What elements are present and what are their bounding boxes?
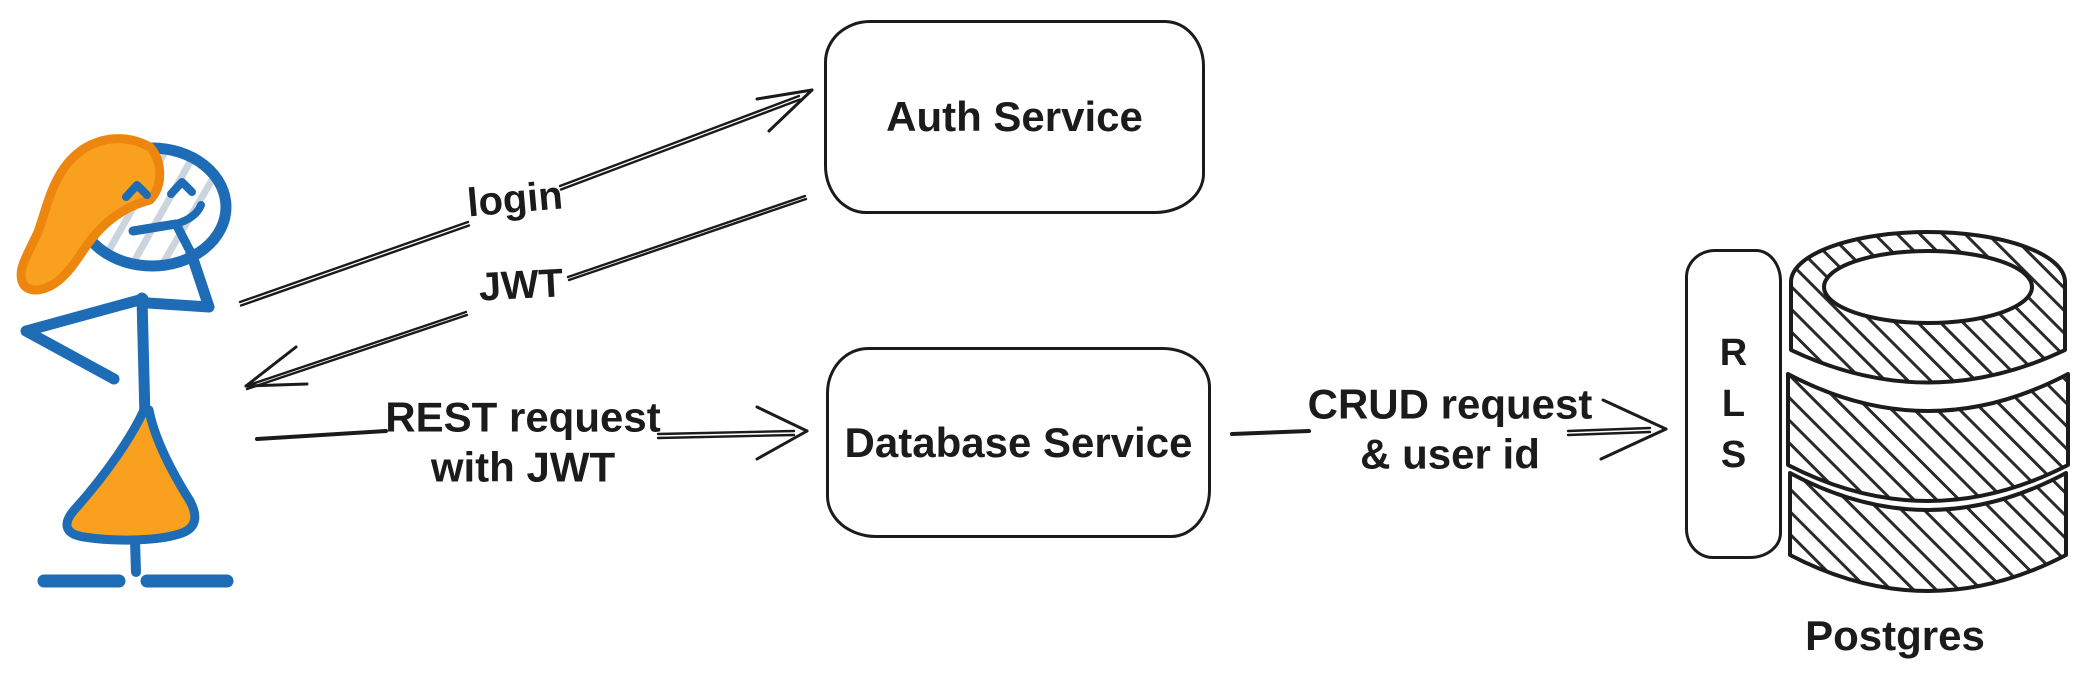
edge-label-jwt: JWT bbox=[477, 261, 565, 310]
edge-login-arrow bbox=[238, 88, 814, 307]
actor-arm-right bbox=[142, 247, 215, 313]
cylinder-opening bbox=[1822, 249, 2034, 325]
postgres-caption: Postgres bbox=[1805, 612, 1985, 660]
cylinder-bottom-band bbox=[1788, 471, 2068, 593]
rls-letter-l: L bbox=[1721, 383, 1746, 425]
auth-service-label: Auth Service bbox=[886, 93, 1143, 140]
edge-label-crud-request: CRUD request & user id bbox=[1307, 380, 1593, 477]
actor-eyes bbox=[122, 178, 196, 201]
edge-label-rest-request: REST request with JWT bbox=[385, 393, 661, 490]
database-service-label: Database Service bbox=[844, 418, 1193, 466]
edge-label-login: login bbox=[465, 173, 565, 226]
actor-hair bbox=[16, 134, 165, 295]
arrowhead-crud bbox=[1599, 398, 1668, 461]
actor-skirt bbox=[62, 405, 200, 545]
node-database-service: Database Service bbox=[826, 347, 1211, 538]
arrowhead-rest bbox=[755, 405, 809, 461]
rls-letter-s: S bbox=[1720, 434, 1747, 476]
edge-crud-arrow bbox=[1230, 398, 1668, 461]
arrowhead-jwt bbox=[244, 345, 309, 388]
node-rls: R L S bbox=[1685, 249, 1782, 559]
stick-figure-user-icon bbox=[16, 134, 234, 588]
rls-letter-r: R bbox=[1719, 332, 1748, 374]
cylinder-middle-band bbox=[1786, 372, 2070, 503]
edge-jwt-arrow bbox=[244, 194, 808, 391]
node-auth-service: Auth Service bbox=[824, 20, 1205, 214]
actor-leg bbox=[130, 536, 141, 577]
arrowhead-login bbox=[755, 88, 814, 133]
actor-torso bbox=[136, 292, 151, 424]
database-cylinder-icon bbox=[1786, 230, 2070, 593]
actor-arm-left bbox=[20, 293, 149, 385]
edge-rest-arrow bbox=[255, 405, 809, 461]
